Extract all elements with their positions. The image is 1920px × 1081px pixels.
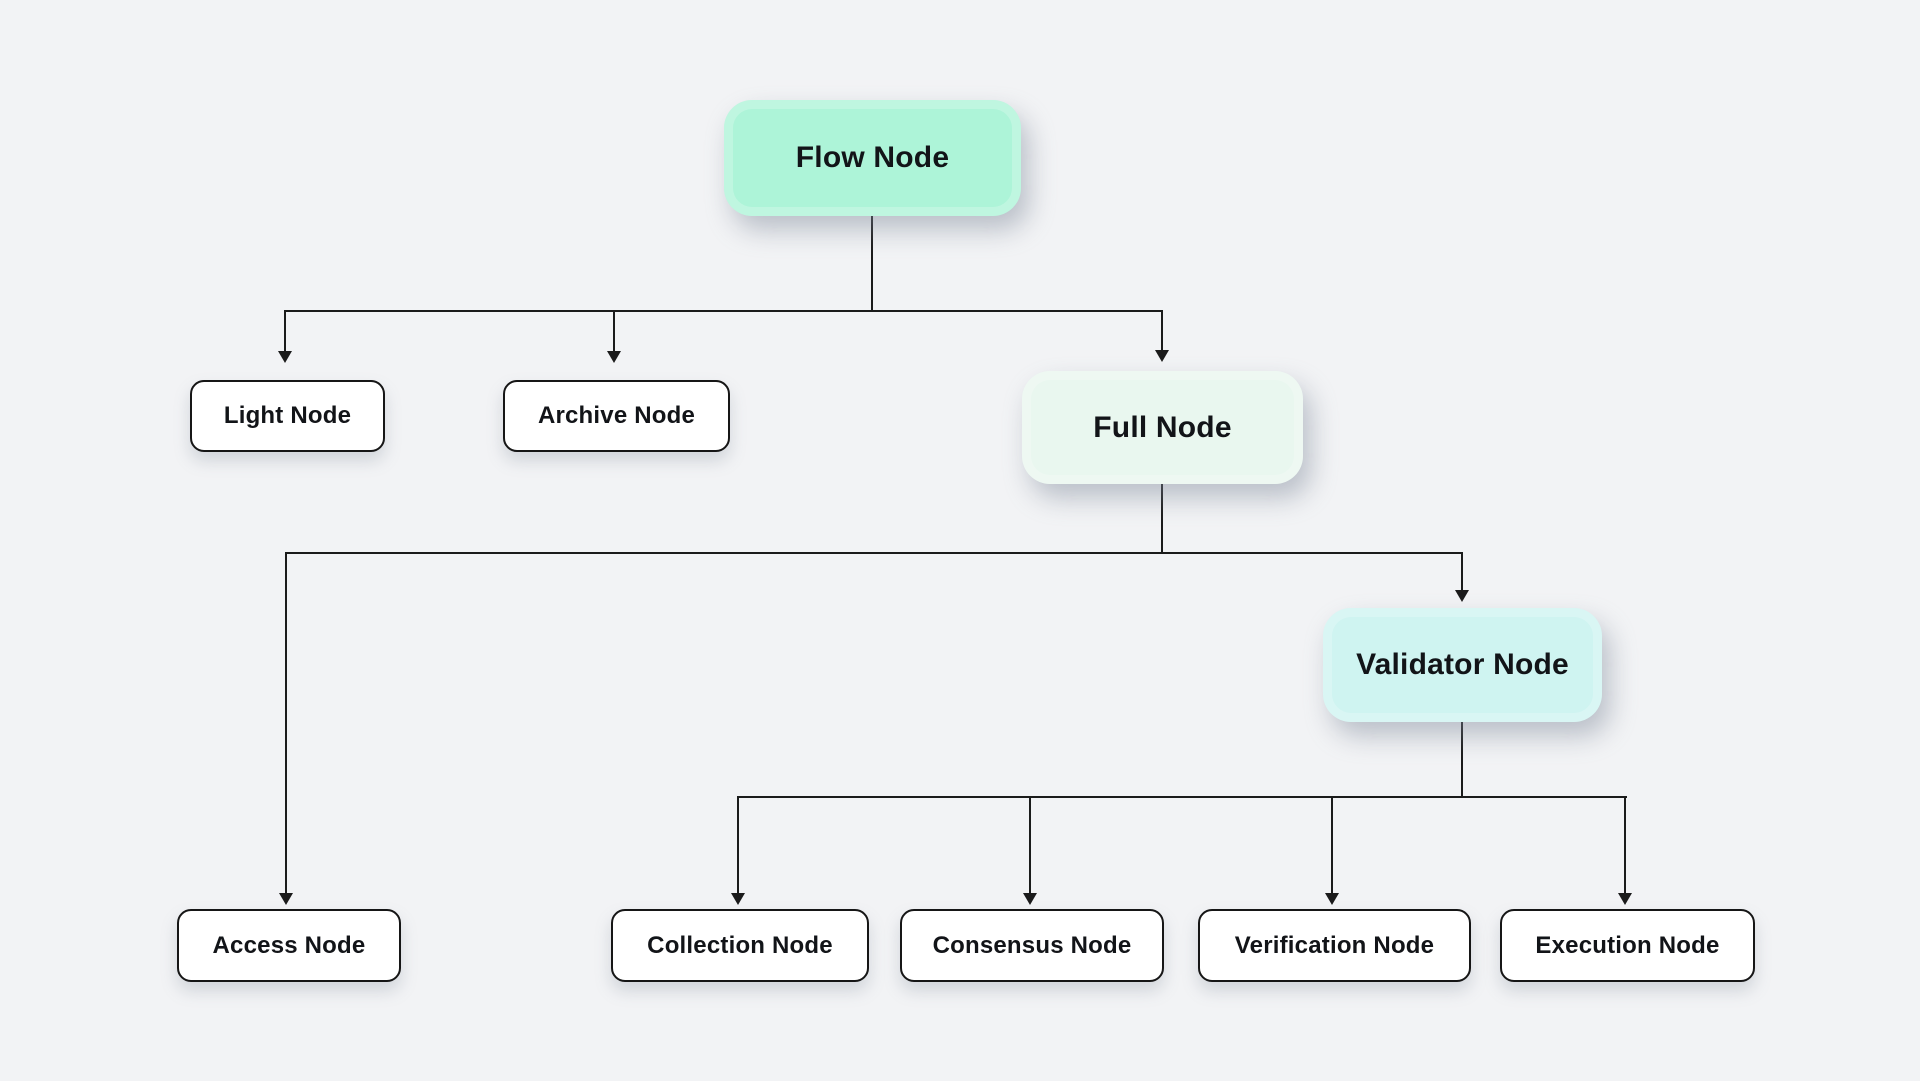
- connector-validator-stem: [1461, 721, 1463, 797]
- connector-full-stem: [1161, 483, 1163, 553]
- node-flow: Flow Node: [724, 100, 1021, 216]
- node-validator: Validator Node: [1323, 608, 1602, 722]
- connector-drop-consensus: [1029, 796, 1031, 894]
- connector-drop-collection: [737, 796, 739, 894]
- arrowhead-collection-icon: [731, 893, 745, 905]
- connector-drop-validator: [1461, 552, 1463, 591]
- node-access: Access Node: [177, 909, 401, 982]
- arrowhead-verification-icon: [1325, 893, 1339, 905]
- connector-drop-execution: [1624, 796, 1626, 894]
- arrowhead-light-icon: [278, 351, 292, 363]
- connector-drop-archive: [613, 310, 615, 352]
- arrowhead-execution-icon: [1618, 893, 1632, 905]
- node-light: Light Node: [190, 380, 385, 452]
- connector-level3-rail: [737, 796, 1627, 798]
- arrowhead-full-icon: [1155, 350, 1169, 362]
- connector-drop-access: [285, 552, 287, 894]
- node-consensus: Consensus Node: [900, 909, 1164, 982]
- connector-drop-verification: [1331, 796, 1333, 894]
- node-full: Full Node: [1022, 371, 1303, 484]
- connector-drop-full: [1161, 310, 1163, 351]
- connector-flow-stem: [871, 216, 873, 311]
- arrowhead-consensus-icon: [1023, 893, 1037, 905]
- arrowhead-archive-icon: [607, 351, 621, 363]
- connector-level2-rail: [285, 552, 1463, 554]
- node-archive: Archive Node: [503, 380, 730, 452]
- connector-level1-rail: [284, 310, 1163, 312]
- node-collection: Collection Node: [611, 909, 869, 982]
- arrowhead-access-icon: [279, 893, 293, 905]
- node-execution: Execution Node: [1500, 909, 1755, 982]
- arrowhead-validator-icon: [1455, 590, 1469, 602]
- connector-drop-light: [284, 310, 286, 352]
- node-verification: Verification Node: [1198, 909, 1471, 982]
